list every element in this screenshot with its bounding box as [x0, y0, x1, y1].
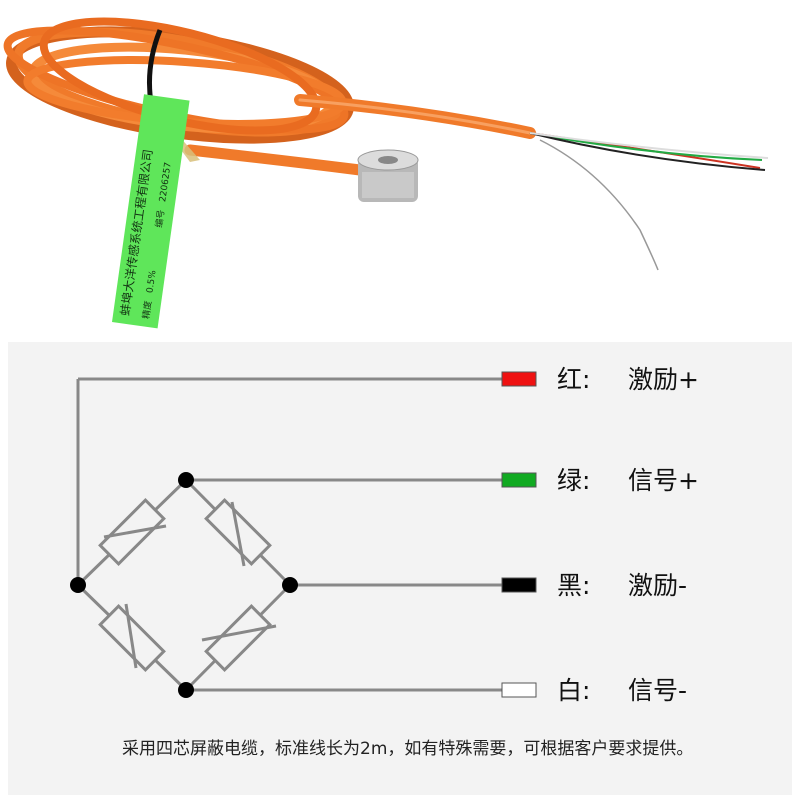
wiring-diagram-panel	[8, 342, 792, 795]
wire-color-label-red: 红:	[557, 365, 591, 394]
label-tag: 蚌埠大洋传感系统工程有限公司 精度 0.5% 编号 2206257	[112, 94, 190, 329]
tag-spec-label: 精度	[140, 300, 154, 320]
wire-color-label-white: 白:	[557, 676, 591, 705]
wire-color-label-green: 绿:	[557, 466, 591, 495]
wheatstone-bridge-diagram	[70, 371, 537, 698]
strain-gauge-resistor-2	[204, 498, 272, 567]
bridge-nodes	[70, 472, 298, 698]
cable-note-text: 采用四芯屏蔽电缆，标准线长为2m，如有特殊需要，可根据客户要求提供。	[122, 739, 694, 759]
wire-function-label-red: 激励+	[628, 365, 699, 394]
node-bottom	[178, 682, 194, 698]
wire-swatch-black	[501, 577, 537, 593]
node-left	[70, 577, 86, 593]
wire-swatch-white	[501, 682, 537, 698]
wire-leads	[529, 132, 769, 271]
wire-function-label-green: 信号+	[628, 466, 699, 495]
circuit-lines	[76, 377, 502, 692]
wire-function-label-black: 激励-	[628, 571, 688, 600]
load-cell-body	[357, 149, 419, 202]
orange-cable-coil	[3, 17, 536, 176]
tag-serial-label: 编号	[153, 209, 167, 229]
wire-swatch-red	[501, 371, 537, 387]
wire-color-label-black: 黑:	[557, 571, 591, 600]
node-right	[282, 577, 298, 593]
strain-gauge-resistor-3	[98, 603, 166, 672]
wire-function-label-white: 信号-	[628, 676, 688, 705]
sensor-photo: 蚌埠大洋传感系统工程有限公司 精度 0.5% 编号 2206257	[3, 17, 769, 329]
wire-swatches	[501, 371, 537, 698]
strain-gauge-resistor-4	[201, 604, 277, 672]
strain-gauge-resistor-1	[98, 498, 167, 566]
tag-spec-value: 0.5%	[145, 269, 158, 293]
wire-swatch-green	[501, 472, 537, 488]
node-top	[178, 472, 194, 488]
